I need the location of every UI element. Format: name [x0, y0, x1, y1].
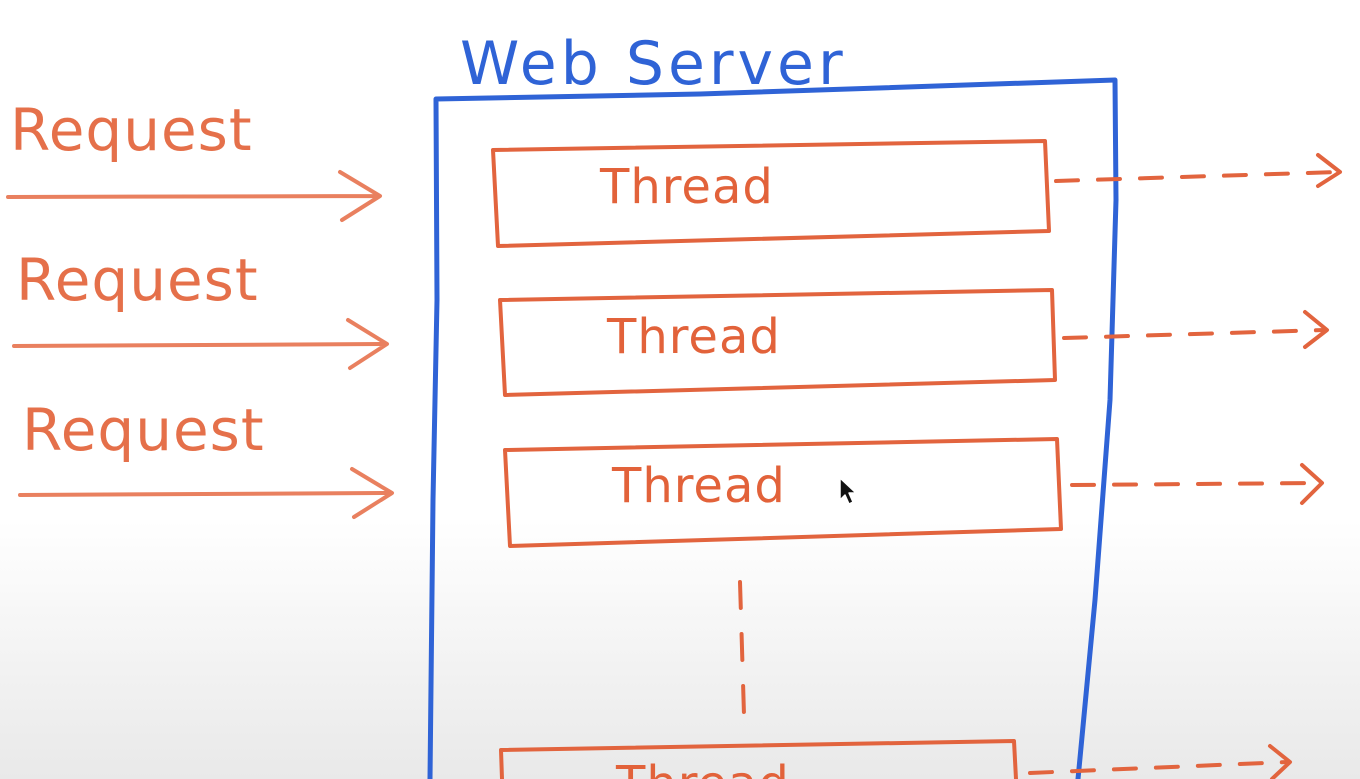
request-group-3: Request	[18, 396, 394, 519]
thread-box-2	[498, 288, 1057, 397]
request-arrow-1	[6, 170, 382, 222]
request-arrow-3	[18, 467, 394, 519]
thread-output-arrowhead-1	[1316, 153, 1342, 188]
thread-label-1: Thread	[599, 159, 774, 215]
thread-output-arrowhead-4	[1268, 744, 1292, 779]
mouse-cursor-icon	[839, 477, 857, 505]
thread-output-arrowhead-2	[1303, 310, 1329, 349]
thread-box-4	[499, 739, 1018, 779]
diagram-title: Web Server	[460, 29, 847, 99]
thread-output-arrow-2	[1062, 328, 1327, 340]
thread-group-4: Thread	[499, 739, 1292, 779]
web-server-box	[427, 77, 1119, 779]
thread-group-1: Thread	[491, 139, 1342, 248]
request-label-1: Request	[10, 96, 253, 164]
request-label-3: Request	[22, 396, 265, 464]
thread-output-arrow-4	[1028, 760, 1290, 775]
thread-box-3	[503, 437, 1063, 548]
thread-label-3: Thread	[611, 458, 786, 514]
thread-label-4: Thread	[615, 756, 790, 779]
thread-output-arrow-1	[1054, 170, 1340, 183]
thread-group-3: Thread	[503, 437, 1324, 548]
thread-label-2: Thread	[606, 309, 781, 365]
request-arrow-2	[12, 318, 389, 370]
thread-group-2: Thread	[498, 288, 1329, 397]
request-group-2: Request	[12, 246, 389, 370]
continuation-dashed-line	[738, 580, 746, 717]
thread-box-1	[491, 139, 1051, 248]
request-group-1: Request	[6, 96, 382, 222]
thread-output-arrow-3	[1070, 481, 1322, 487]
request-label-2: Request	[16, 246, 259, 314]
thread-output-arrowhead-3	[1300, 463, 1324, 505]
